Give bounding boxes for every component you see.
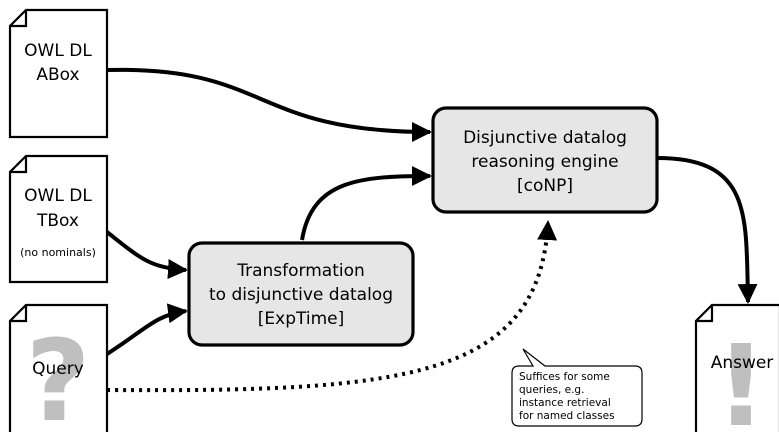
transformation-line2: to disjunctive datalog — [209, 285, 393, 305]
arrow-abox-to-engine — [106, 67, 432, 142]
abox-line1: OWL DL — [24, 41, 92, 61]
tbox-line2: TBox — [36, 211, 79, 231]
callout-bubble: Suffices for some queries, e.g. instance… — [511, 348, 643, 427]
callout-line1: Suffices for some — [519, 371, 610, 383]
callout-line4: for named classes — [519, 410, 615, 422]
question-mark-icon: ? — [26, 317, 91, 432]
transformation-line1: Transformation — [236, 261, 365, 281]
engine-line1: Disjunctive datalog — [463, 128, 627, 148]
callout-line3: instance retrieval — [519, 397, 611, 409]
transformation-line3: [ExpTime] — [258, 309, 344, 329]
query-label: Query — [32, 359, 84, 379]
answer-document: ! Answer — [694, 303, 779, 432]
arrow-query-to-engine-dotted — [106, 220, 558, 393]
arrow-transform-to-engine — [300, 166, 432, 241]
exclamation-mark-icon: ! — [715, 322, 766, 432]
callout-line2: queries, e.g. — [519, 384, 584, 396]
transformation-box: Transformation to disjunctive datalog [E… — [187, 241, 415, 347]
abox-line2: ABox — [36, 65, 79, 85]
arrow-engine-to-answer — [656, 156, 758, 304]
reasoning-engine-box: Disjunctive datalog reasoning engine [co… — [431, 106, 659, 214]
tbox-note: (no nominals) — [20, 246, 96, 259]
abox-document: OWL DL ABox — [8, 8, 109, 139]
engine-line2: reasoning engine — [471, 152, 618, 172]
query-document: ? Query — [8, 303, 109, 432]
tbox-document: OWL DL TBox (no nominals) — [8, 154, 109, 284]
tbox-line1: OWL DL — [24, 186, 92, 206]
answer-label: Answer — [711, 353, 774, 373]
arrow-tbox-to-transform — [105, 230, 188, 279]
engine-line3: [coNP] — [517, 176, 573, 196]
arrow-query-to-transform — [105, 303, 188, 356]
